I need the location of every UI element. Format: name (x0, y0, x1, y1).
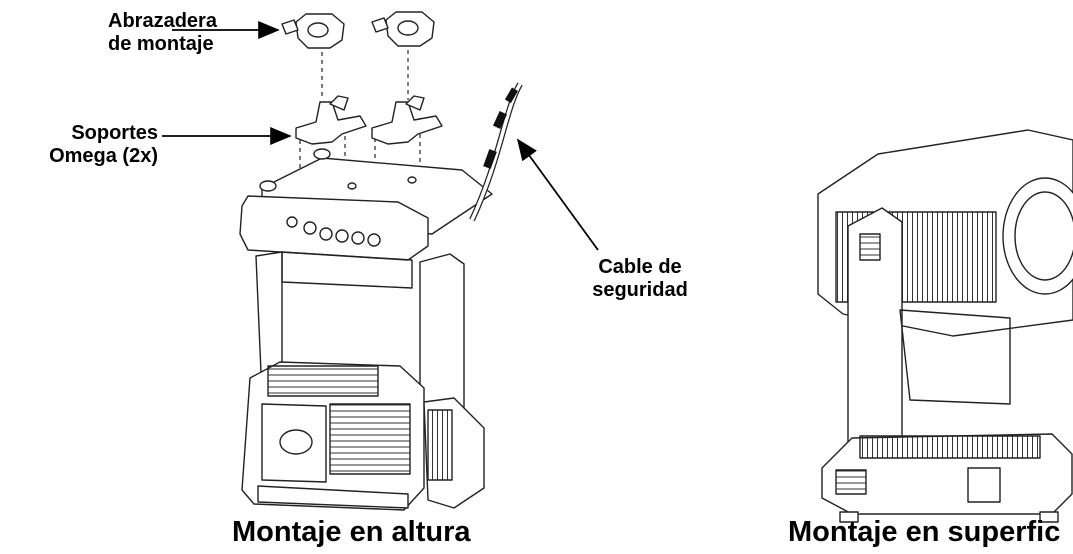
connector-panel (286, 216, 381, 247)
mounting-clamp-label-line2: de montaje (108, 33, 214, 55)
omega-brackets-label: Soportes Omega (2x) (36, 122, 158, 168)
mounting-clamp-right (371, 11, 435, 47)
safety-cable-label: Cable de seguridad (580, 256, 700, 302)
mounting-clamp-left (281, 13, 345, 49)
safety-cable-clips (483, 87, 518, 169)
surface-fixture-illustration (817, 129, 1073, 523)
arrow-safety-cable (516, 138, 599, 251)
omega-brackets-label-line2: Omega (2x) (49, 145, 158, 167)
omega-brackets-label-line1: Soportes (71, 122, 158, 144)
overhead-mount-caption: Montaje en altura (232, 516, 471, 548)
surface-mount-caption: Montaje en superfic (788, 516, 1061, 548)
callout-arrows (162, 21, 599, 251)
mounting-clamp-label: Abrazadera de montaje (108, 10, 217, 56)
omega-bracket-right (371, 95, 443, 145)
mounting-clamp-label-line1: Abrazadera (108, 10, 217, 32)
safety-cable-label-line2: seguridad (592, 279, 688, 301)
omega-bracket-left (295, 95, 367, 145)
overhead-fixture-illustration (239, 11, 523, 511)
safety-cable-label-line1: Cable de (598, 256, 682, 278)
